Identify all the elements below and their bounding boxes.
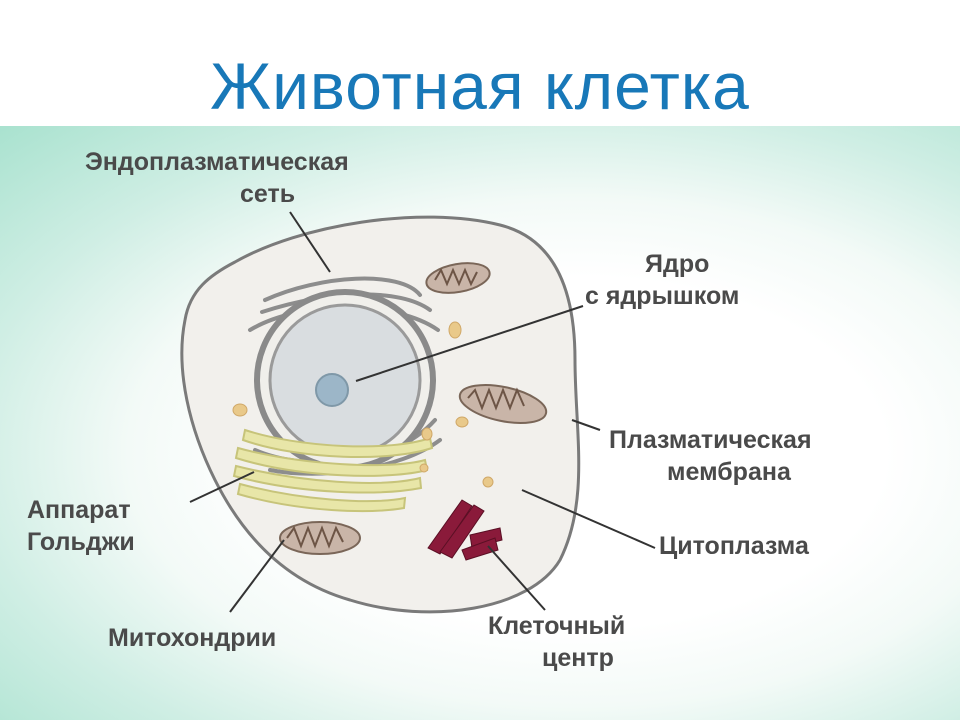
page-title: Животная клетка: [210, 49, 750, 123]
label-mitochondria-text: Митохондрии: [108, 624, 277, 652]
label-golgi-line1: Аппарат: [27, 496, 131, 524]
mitochondrion-right: [458, 384, 548, 424]
label-er-line2: сеть: [240, 180, 296, 208]
centrosome: [427, 499, 503, 561]
label-membrane: Плазматическая мембрана: [609, 424, 812, 488]
label-membrane-line2: мембрана: [667, 458, 791, 486]
mitochondrion-top: [425, 262, 491, 294]
label-cytoplasm-text: Цитоплазма: [659, 532, 809, 560]
label-nucleus: Ядро с ядрышком: [585, 248, 739, 312]
label-cytoplasm: Цитоплазма: [659, 530, 809, 562]
label-centrosome-line1: Клеточный: [488, 612, 626, 640]
label-nucleus-line1: Ядро: [645, 250, 710, 278]
label-golgi: Аппарат Гольджи: [27, 494, 135, 558]
cytoplasm-granules: [232, 321, 494, 488]
label-er-line1: Эндоплазматическая: [85, 148, 349, 176]
label-centrosome-line2: центр: [542, 644, 614, 672]
mitochondrion-bottom: [279, 521, 361, 555]
golgi-apparatus: [232, 428, 434, 513]
label-golgi-line2: Гольджи: [27, 528, 135, 556]
label-membrane-line1: Плазматическая: [609, 426, 812, 454]
label-centrosome: Клеточный центр: [488, 610, 625, 674]
label-er: Эндоплазматическая сеть: [85, 146, 349, 210]
label-nucleus-line2: с ядрышком: [585, 282, 740, 310]
label-mitochondria: Митохондрии: [108, 622, 276, 654]
leader-lines: [189, 211, 656, 613]
nucleolus: [315, 373, 349, 407]
